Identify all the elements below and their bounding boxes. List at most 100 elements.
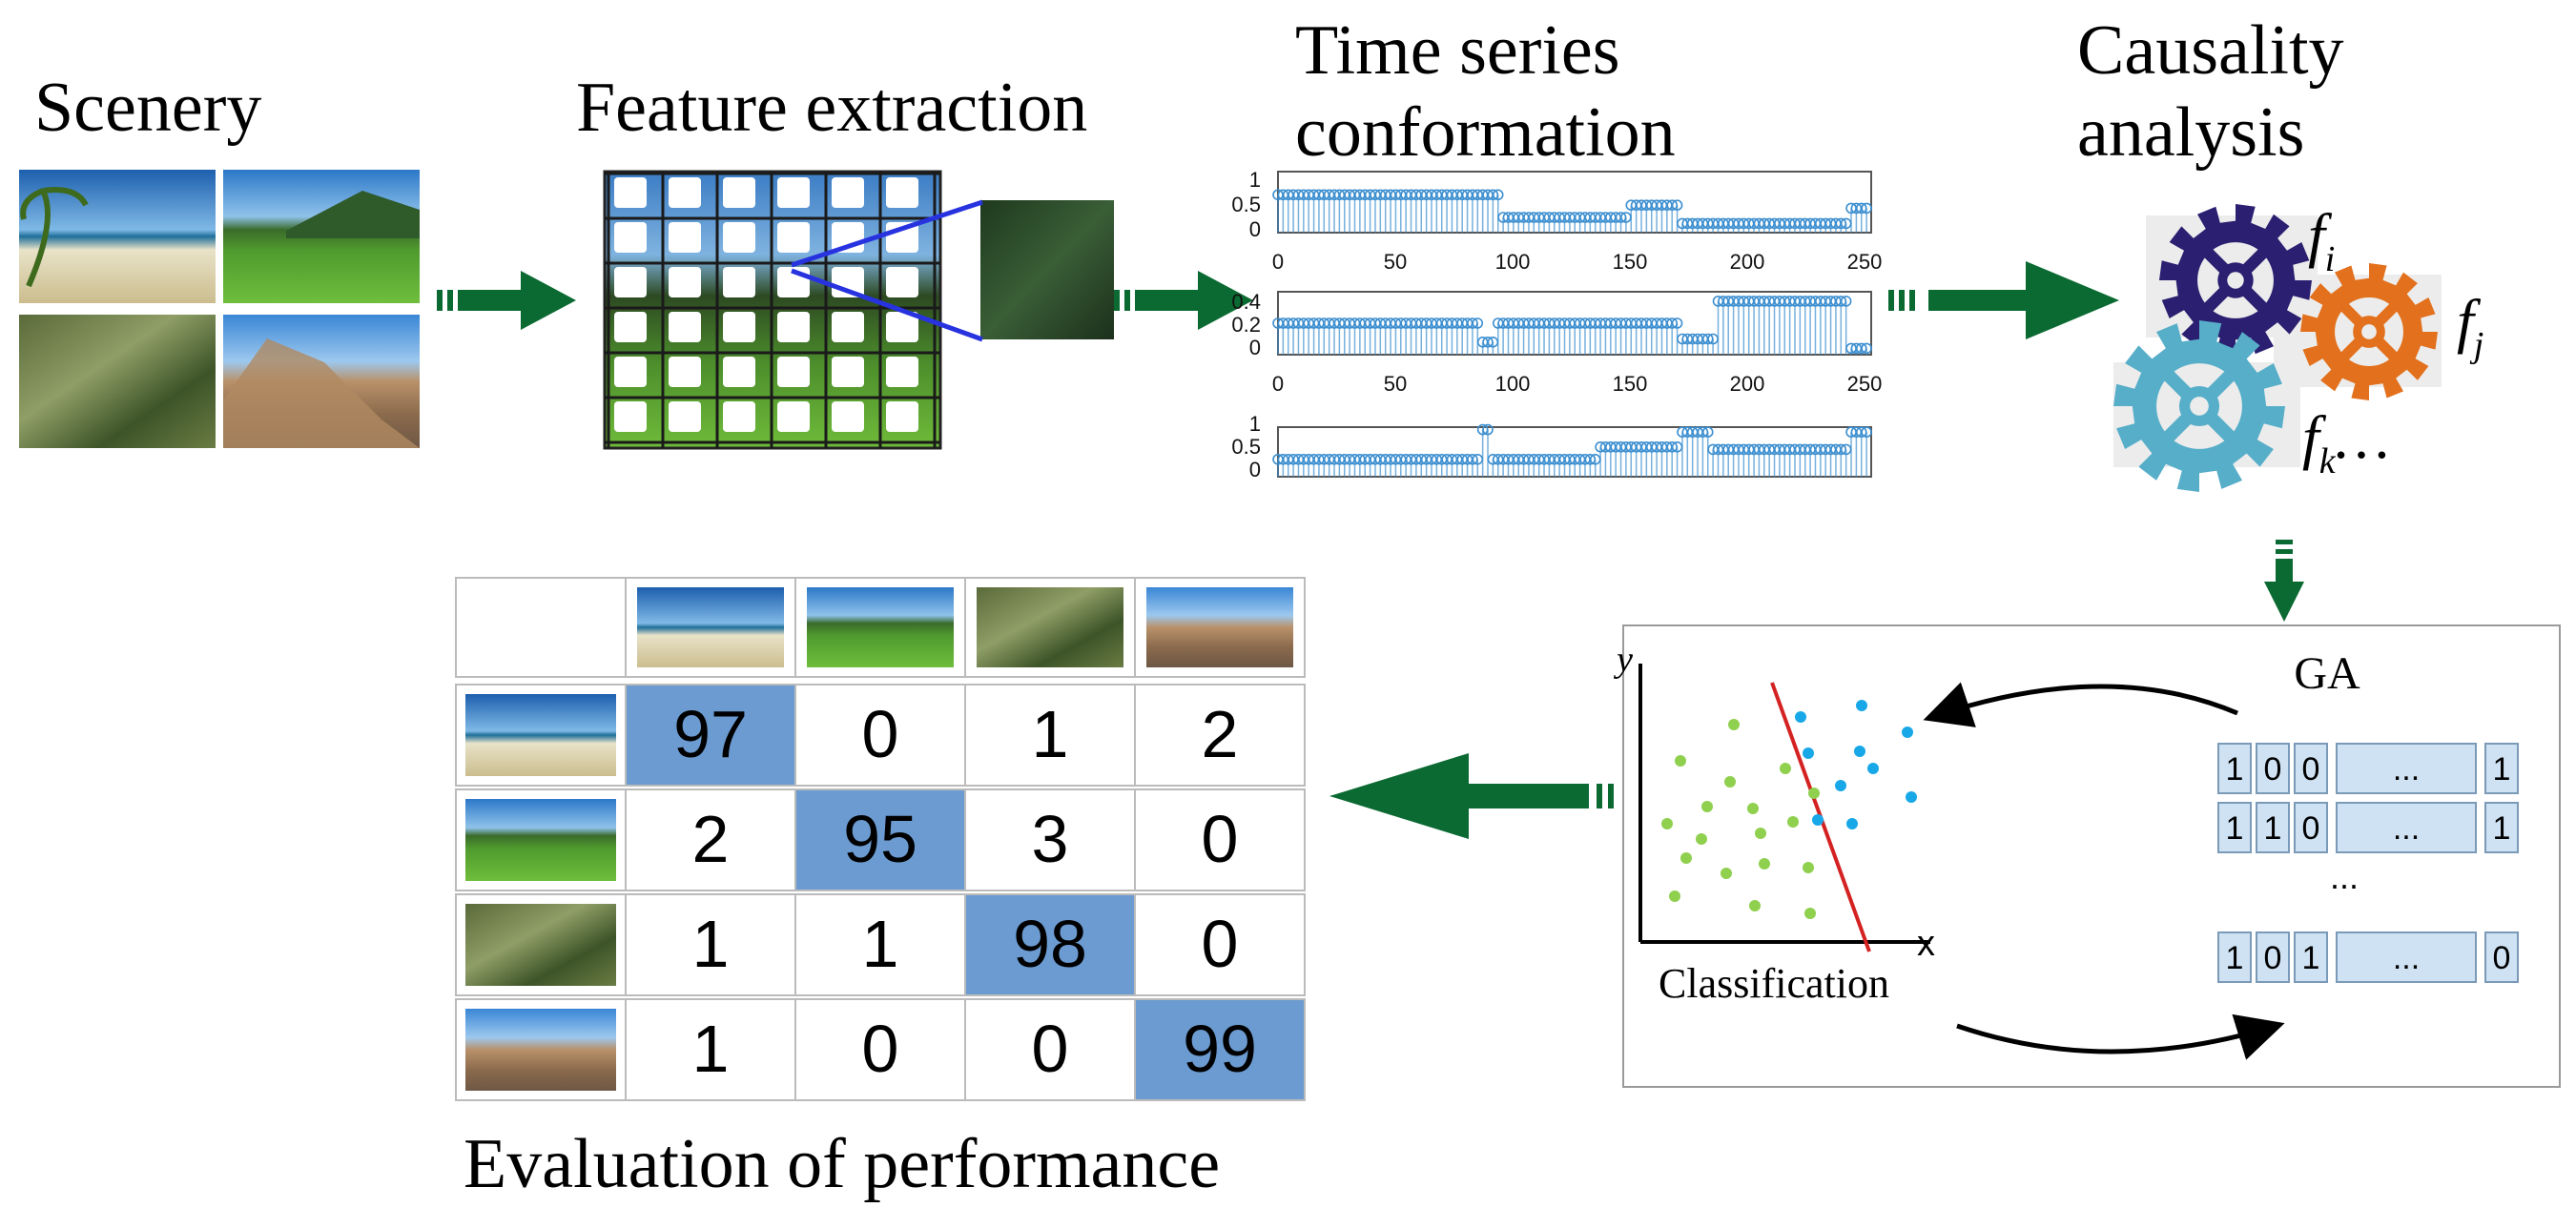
gene-value: 1 — [2493, 810, 2511, 847]
arrow-features-to-timeseries — [1114, 271, 1253, 330]
class-b-point — [1812, 814, 1824, 826]
matrix-cell — [794, 893, 966, 996]
series-point — [1861, 202, 1872, 215]
scatter-points — [1661, 700, 1917, 919]
class-a-point — [1755, 828, 1766, 839]
matrix-cell — [625, 893, 796, 996]
matrix-cell — [964, 788, 1136, 891]
class-thumbnail-beach — [637, 587, 784, 667]
grid-cell — [669, 357, 701, 387]
grid-cell — [669, 401, 701, 432]
grid-cell — [886, 177, 918, 208]
class-b-point — [1856, 700, 1867, 711]
time-series-title-line2: conformation — [1295, 93, 1676, 172]
matrix-cell — [1134, 998, 1306, 1101]
class-b-point — [1846, 818, 1858, 829]
gene-value: ... — [2393, 940, 2420, 976]
grid-cell — [777, 357, 810, 387]
grid-cell — [777, 177, 810, 208]
x-axis-label: x — [1917, 924, 1935, 964]
class-thumbnail-forest — [465, 904, 616, 986]
evaluation-title: Evaluation of performance — [464, 1125, 1221, 1203]
gene-value: 1 — [2302, 940, 2320, 976]
grid-cell — [614, 222, 647, 253]
series-point — [1671, 317, 1683, 329]
gene-cell — [2217, 743, 2252, 794]
class-thumbnail-field — [465, 799, 616, 881]
plot2-ytick: 0 — [1249, 336, 1261, 359]
grid-cell — [886, 267, 918, 297]
matrix-value: 3 — [1032, 802, 1069, 876]
matrix-value: 98 — [1013, 907, 1087, 981]
series-point — [1472, 317, 1484, 329]
feature-label-i: fi — [2308, 201, 2335, 279]
matrix-cell — [964, 893, 1136, 996]
plot3-ytick: 0 — [1249, 458, 1261, 481]
feature-extraction-title: Feature extraction — [576, 69, 1088, 147]
plot2-ytick: 0.4 — [1231, 290, 1261, 314]
gene-value: 1 — [2493, 751, 2511, 788]
class-thumbnail-mountain — [465, 1009, 616, 1091]
grid-cell — [886, 401, 918, 432]
class-a-point — [1728, 719, 1740, 730]
grid-cell — [777, 222, 810, 253]
gear-icon — [2113, 320, 2285, 492]
plot1-xtick: 200 — [1730, 250, 1765, 274]
matrix-value: 0 — [1202, 907, 1239, 981]
grid-cell — [723, 312, 755, 342]
class-a-point — [1675, 755, 1686, 767]
class-a-point — [1724, 776, 1736, 788]
forest-thumbnail — [19, 315, 216, 448]
grid-cell — [614, 401, 647, 432]
gear-icon — [2159, 204, 2312, 357]
matrix-cell — [1134, 684, 1306, 787]
chromosome-ellipsis: ... — [2330, 857, 2359, 896]
class-thumbnail-field — [807, 587, 954, 667]
gene-value: ... — [2393, 751, 2420, 788]
grid-cell — [614, 267, 647, 297]
matrix-value: 1 — [692, 907, 730, 981]
causality-title-line1: Causality — [2077, 11, 2344, 90]
gene-value: 0 — [2264, 940, 2282, 976]
causality-gears: fi fj fk… — [2113, 201, 2483, 492]
plot2-xtick: 150 — [1613, 372, 1648, 396]
matrix-value: 99 — [1183, 1012, 1257, 1086]
grid-cell — [669, 312, 701, 342]
grid-cell — [723, 357, 755, 387]
grid-cell — [669, 267, 701, 297]
class-b-point — [1902, 727, 1913, 738]
arrow-ga-to-evaluation — [1329, 753, 1614, 839]
matrix-cell — [1134, 788, 1306, 891]
ga-title: GA — [2294, 648, 2360, 699]
plot1-xtick: 50 — [1384, 250, 1407, 274]
plot3-ytick: 0.5 — [1231, 435, 1261, 459]
matrix-value: 0 — [862, 697, 899, 771]
matrix-value: 0 — [1202, 802, 1239, 876]
plot1-xtick: 0 — [1272, 250, 1284, 274]
class-a-point — [1804, 908, 1816, 919]
grid-cell — [886, 357, 918, 387]
matrix-value: 97 — [673, 697, 748, 771]
plot1-xtick: 100 — [1495, 250, 1531, 274]
plot1-ytick: 0.5 — [1231, 193, 1261, 216]
matrix-value: 1 — [862, 907, 899, 981]
grid-cell — [886, 312, 918, 342]
grid-cell — [723, 401, 755, 432]
grid-cell — [832, 177, 864, 208]
class-a-point — [1696, 833, 1707, 845]
matrix-value: 2 — [692, 802, 730, 876]
class-b-point — [1835, 780, 1846, 791]
grid-cell — [669, 222, 701, 253]
feature-label-j: fj — [2457, 287, 2483, 365]
feature-label-k: fk… — [2302, 403, 2390, 481]
plot1-xtick: 150 — [1613, 250, 1648, 274]
cycle-arrow-top — [1923, 682, 2238, 727]
gene-value: 1 — [2264, 810, 2282, 847]
gene-cell — [2294, 931, 2328, 983]
class-a-point — [1808, 788, 1820, 799]
plot2-xtick: 250 — [1847, 372, 1883, 396]
